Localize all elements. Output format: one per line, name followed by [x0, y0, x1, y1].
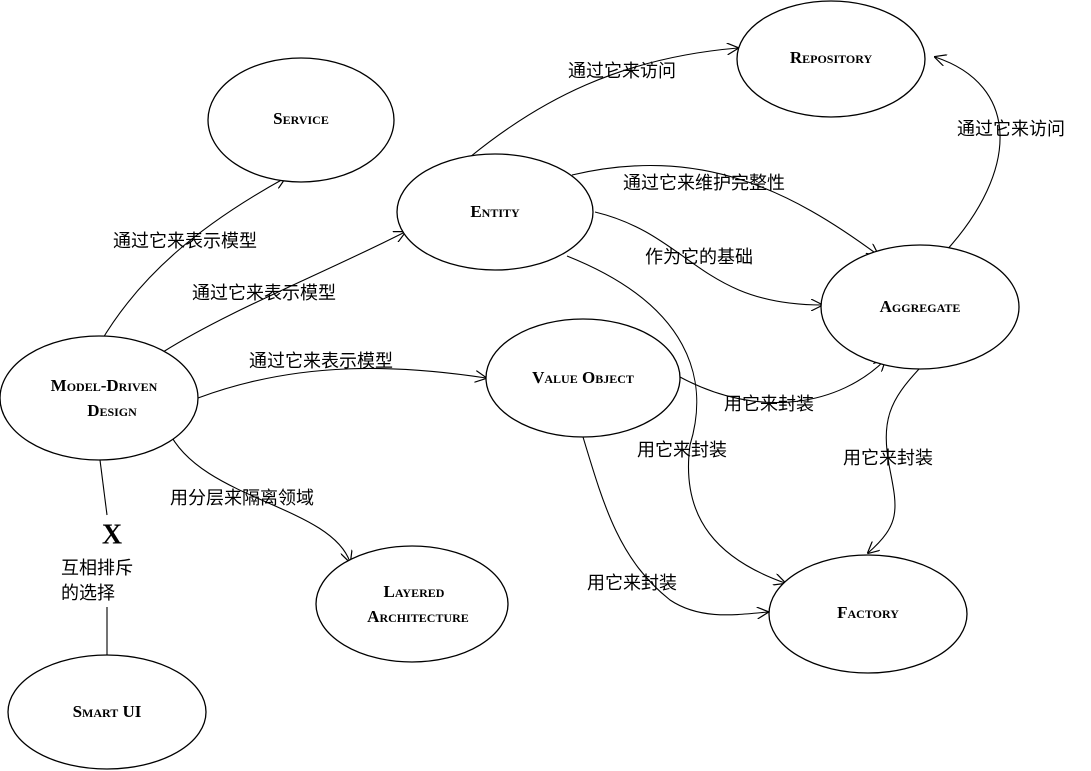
- node-model-driven-design-label-line1: Model-Driven: [51, 376, 158, 395]
- node-model-driven-design: Model-Driven Design: [0, 335, 199, 461]
- node-value-object: Value Object: [485, 318, 681, 438]
- edge-mdd-to-entity: [162, 232, 405, 353]
- label-entity-integrity-aggregate: 通过它来维护完整性: [623, 173, 785, 194]
- edge-entity-root-aggregate: [594, 211, 822, 305]
- edge-aggregate-to-factory: [868, 367, 921, 553]
- edge-value-object-to-factory: [582, 436, 768, 615]
- label-mdd-to-layered-architecture: 用分层来隔离领域: [170, 488, 314, 509]
- node-entity: Entity: [396, 153, 594, 271]
- edge-mdd-to-value-object: [197, 367, 486, 399]
- edge-mdd-to-layered-architecture: [167, 429, 350, 562]
- node-aggregate-label: Aggregate: [880, 297, 961, 316]
- node-smart-ui: Smart UI: [7, 654, 207, 770]
- label-mdd-to-value-object: 通过它来表示模型: [249, 351, 393, 372]
- label-mdd-to-service: 通过它来表示模型: [113, 231, 257, 252]
- label-entity-to-factory: 用它来封装: [637, 440, 727, 461]
- edge-labels: 通过它来表示模型 通过它来表示模型 通过它来表示模型 用分层来隔离领域 通过它来…: [61, 61, 1065, 604]
- node-factory: Factory: [768, 554, 968, 674]
- label-mutually-exclusive-line1: 互相排斥: [61, 558, 133, 579]
- node-layered-architecture: Layered Architecture: [315, 545, 509, 663]
- node-aggregate: Aggregate: [820, 244, 1020, 370]
- edge-entity-integrity-aggregate: [571, 164, 878, 255]
- label-mdd-to-entity: 通过它来表示模型: [192, 283, 336, 304]
- node-factory-label: Factory: [837, 603, 899, 622]
- edge-entity-to-factory: [566, 255, 785, 583]
- label-mutually-exclusive-line2: 的选择: [61, 583, 115, 604]
- edge-value-object-to-aggregate: [679, 360, 885, 404]
- edge-aggregate-to-repository: [935, 57, 1001, 253]
- edge-entity-to-repository: [469, 48, 738, 158]
- node-smart-ui-label: Smart UI: [73, 702, 142, 721]
- node-entity-label: Entity: [470, 202, 520, 221]
- node-service-label: Service: [273, 109, 329, 128]
- node-repository: Repository: [736, 0, 926, 118]
- node-service: Service: [207, 57, 395, 183]
- node-repository-label: Repository: [790, 48, 873, 67]
- edge-mdd-to-service: [99, 178, 285, 344]
- label-aggregate-to-repository: 通过它来访问: [957, 119, 1065, 140]
- label-value-object-to-aggregate: 用它来封装: [724, 394, 814, 415]
- edge-mdd-smart-ui-upper: [99, 459, 108, 516]
- node-value-object-label: Value Object: [532, 368, 634, 387]
- nodes: Service Repository Entity Aggregate Mode…: [0, 0, 1020, 770]
- node-layered-architecture-label-line2: Architecture: [367, 607, 469, 626]
- label-value-object-to-factory: 用它来封装: [587, 573, 677, 594]
- exclusion-x-mark: X: [102, 519, 122, 550]
- label-entity-to-repository: 通过它来访问: [568, 61, 676, 82]
- label-aggregate-to-factory: 用它来封装: [843, 448, 933, 469]
- node-layered-architecture-label-line1: Layered: [384, 582, 445, 601]
- edges: [99, 48, 1001, 655]
- label-entity-root-aggregate: 作为它的基础: [645, 247, 753, 268]
- node-model-driven-design-label-line2: Design: [87, 401, 137, 420]
